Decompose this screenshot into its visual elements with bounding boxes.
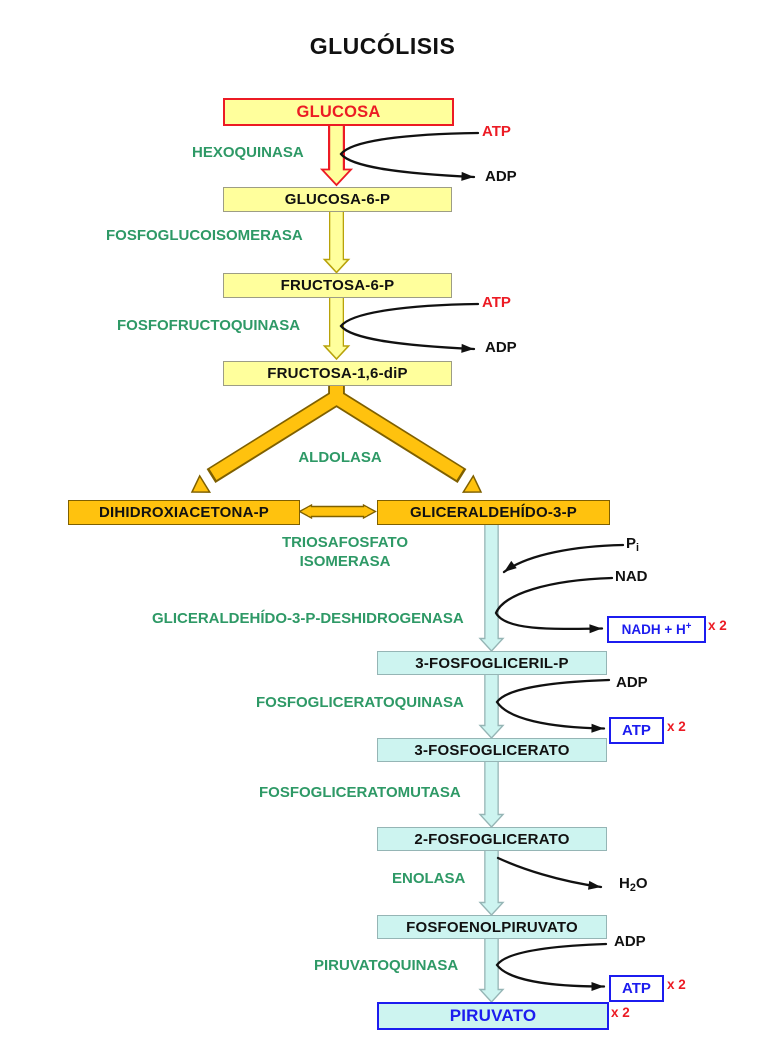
curve-pi-in [502,543,625,574]
node-piruvato: PIRUVATO [377,1002,609,1030]
atp-box-2: ATP [609,975,664,1002]
enzyme-triosafosfato-line1: TRIOSAFOSFATO [281,534,409,551]
arrow-3fosfogliceril-to-3fosfoglicerato [478,673,505,740]
enzyme-fosfofructoquinasa: FOSFOFRUCTOQUINASA [117,317,301,334]
node-2-fosfoglicerato: 2-FOSFOGLICERATO [377,827,607,851]
arrow-triose-isomerase-double [298,503,377,520]
enzyme-fosfoglucoisomerasa: FOSFOGLUCOISOMERASA [106,227,303,244]
label-atp-1: ATP [482,123,511,140]
curve-adp-atp-fosfogliceratoquinasa [495,678,611,733]
node-gliceraldehido-3-p: GLICERALDEHÍDO-3-P [377,500,610,525]
h2o-subscript: 2 [629,882,636,895]
atp-box-2-times2: x 2 [667,977,686,992]
pi-base: P [626,535,637,552]
node-fosfoenolpiruvato: FOSFOENOLPIRUVATO [377,915,607,939]
enzyme-hexoquinasa: HEXOQUINASA [192,144,304,161]
h2o-o: O [635,875,648,892]
atp-box-1: ATP [609,717,664,744]
label-adp-4: ADP [614,933,646,950]
enzyme-gliceraldehido-3-p-deshidrogenasa: GLICERALDEHÍDO-3-P-DESHIDROGENASA [152,610,464,627]
curve-nad-to-nadh [494,576,614,634]
label-adp-3: ADP [616,674,648,691]
enzyme-fosfogliceratoquinasa: FOSFOGLICERATOQUINASA [256,694,464,711]
arrow-glucosa6p-to-fructosa6p [322,211,351,274]
atp-box-1-times2: x 2 [667,719,686,734]
h2o-h: H [619,875,630,892]
nadh-box: NADH + H+ [607,616,706,643]
label-adp-2: ADP [485,339,517,356]
enzyme-enolasa: ENOLASA [392,870,466,887]
node-fructosa-1-6-dip: FRUCTOSA-1,6-diP [223,361,452,386]
arrow-fosfoenolpiruvato-to-piruvato [478,937,505,1004]
enzyme-aldolasa: ALDOLASA [298,449,382,466]
enzyme-fosfogliceratomutasa: FOSFOGLICERATOMUTASA [259,784,461,801]
curve-atp-adp-hexoquinasa [339,131,480,181]
label-atp-2: ATP [482,294,511,311]
curve-atp-adp-fosfofructoquinasa [339,302,480,353]
node-glucosa: GLUCOSA [223,98,454,126]
page-title: GLUCÓLISIS [309,33,456,59]
enzyme-triosafosfato-isomerasa: TRIOSAFOSFATO ISOMERASA [264,533,426,571]
piruvato-times2: x 2 [611,1005,630,1020]
curve-adp-atp-piruvatoquinasa [495,942,608,991]
node-fructosa-6-p: FRUCTOSA-6-P [223,273,452,298]
node-glucosa-6-p: GLUCOSA-6-P [223,187,452,212]
label-h2o: H2O [619,875,648,895]
nadh-times2: x 2 [708,618,727,633]
arrow-g3p-to-3fosfogliceril [478,523,505,653]
label-nad: NAD [615,568,648,585]
arrow-glucosa-to-glucosa6p [319,121,354,187]
label-pi: Pi [626,535,640,555]
label-adp-1: ADP [485,168,517,185]
node-dihidroxiacetona-p: DIHIDROXIACETONA-P [68,500,300,525]
nadh-text: NADH + H [621,622,686,637]
pi-subscript: i [636,542,640,555]
arrow-2fosfoglicerato-to-fosfoenolpiruvato [478,849,505,917]
arrow-fructosa6p-to-fructosa16dip [322,297,351,361]
curve-h2o-out [496,856,603,890]
enzyme-triosafosfato-line2: ISOMERASA [299,553,391,570]
enzyme-piruvatoquinasa: PIRUVATOQUINASA [314,957,459,974]
arrow-3fosfoglicerato-to-2fosfoglicerato [478,760,505,829]
node-3-fosfoglicerato: 3-FOSFOGLICERATO [377,738,607,762]
arrow-aldolasa-split [190,384,483,493]
nadh-superscript: + [685,621,692,633]
node-3-fosfogliceril-p: 3-FOSFOGLICERIL-P [377,651,607,675]
